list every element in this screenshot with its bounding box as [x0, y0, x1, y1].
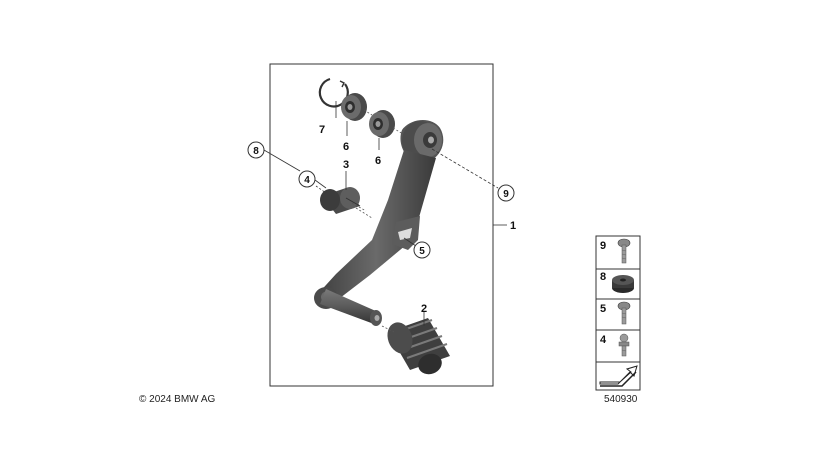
shift-lever-part [314, 119, 444, 326]
footpeg-rubber-part [381, 312, 450, 375]
navigation-arrow-icon [599, 365, 638, 387]
leader-4 [314, 179, 327, 189]
callout-9-circle [497, 184, 515, 202]
side-panel-row-5[interactable] [595, 298, 641, 331]
leader-5 [403, 237, 417, 247]
side-label-8: 8 [600, 271, 606, 283]
bushing-6a-part [341, 93, 373, 136]
circlip-part [318, 77, 349, 118]
leader-8 [263, 149, 301, 172]
leader-9 [431, 148, 499, 189]
side-label-9: 9 [600, 240, 606, 252]
callout-5: 5 [419, 246, 425, 257]
ball-stud-icon [618, 333, 630, 357]
callout-8-circle [247, 141, 265, 159]
callout-4-circle [298, 170, 316, 188]
pivot-bushing-part [320, 171, 373, 219]
bolt-icon [617, 238, 631, 264]
copyright-text: © 2024 BMW AG [139, 394, 216, 405]
callout-8: 8 [253, 146, 259, 157]
rubber-buffer-icon [612, 275, 634, 293]
callout-4: 4 [304, 175, 310, 186]
side-label-4: 4 [600, 334, 607, 346]
screw-icon [617, 301, 631, 325]
callout-6b: 6 [375, 155, 381, 167]
side-panel-row-9[interactable] [595, 235, 641, 270]
callout-2: 2 [421, 303, 427, 315]
callout-3: 3 [343, 159, 349, 171]
callout-9: 9 [503, 189, 509, 200]
hardware-side-panel: 9 8 5 4 [595, 235, 641, 391]
bushing-6b-part [369, 110, 404, 150]
callout-6a: 6 [343, 141, 349, 153]
diagram-number: 540930 [604, 394, 638, 405]
callout-1: 1 [510, 220, 516, 232]
callout-5-circle [413, 241, 431, 259]
side-label-5: 5 [600, 303, 606, 315]
callout-7: 7 [319, 124, 325, 136]
